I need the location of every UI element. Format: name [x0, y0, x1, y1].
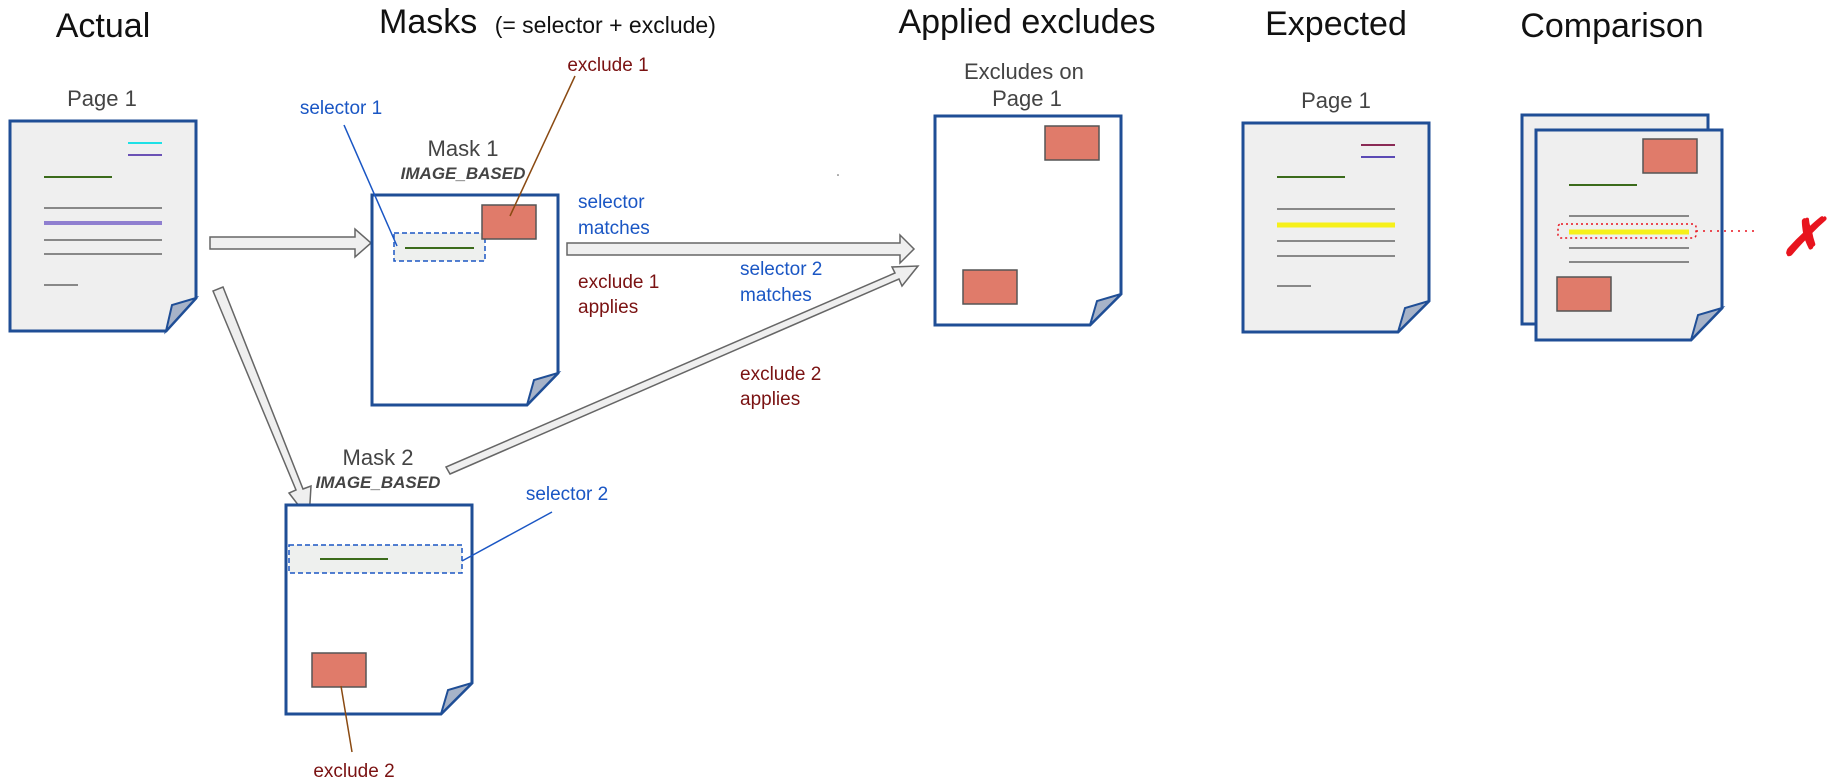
actual-page: Page 1	[8, 86, 200, 335]
applied-label: Excludes on Page 1	[964, 59, 1090, 111]
page-fold-icon	[440, 682, 473, 715]
actual-page-label: Page 1	[67, 86, 137, 111]
applied-label-line2: Page 1	[992, 86, 1062, 111]
header-masks-sub: (= selector + exclude)	[495, 12, 716, 38]
mask2-selector-label: selector 2	[526, 484, 608, 505]
mask1-exclude-region	[481, 204, 537, 240]
mask2-title: Mask 2	[343, 445, 414, 470]
comparison-pages	[1520, 113, 1756, 342]
expected-page: Page 1	[1241, 88, 1431, 334]
mask2-exclude-region	[311, 652, 367, 688]
arrow-label-selector1-line2: matches	[578, 218, 650, 239]
mask1-title: Mask 1	[428, 136, 499, 161]
page-fold-icon	[164, 296, 200, 335]
page-fold-icon	[1089, 293, 1122, 326]
arrow-label-exclude1-line1: exclude 1	[578, 272, 659, 293]
arrow-label-exclude1: exclude 1 applies	[578, 272, 665, 318]
applied-excludes-page: Excludes on Page 1	[933, 59, 1123, 327]
arrow-mask2-to-applied	[444, 265, 920, 475]
comparison-exclude-2	[1556, 276, 1612, 312]
arrow-label-selector2: selector 2 matches	[740, 259, 828, 306]
arrow-label-selector1: selector matches	[578, 192, 650, 239]
expected-page-label: Page 1	[1301, 88, 1371, 113]
page-fold-icon	[526, 370, 562, 406]
mask1-type: IMAGE_BASED	[401, 164, 526, 183]
page-sheet	[8, 119, 198, 333]
page-fold-icon	[1397, 300, 1430, 333]
comparison-exclude-1	[1642, 138, 1698, 174]
arrow-actual-to-mask1	[209, 227, 373, 259]
mask1: Mask 1 IMAGE_BASED selector 1 exclude 1	[300, 55, 649, 407]
arrow-label-selector1-line1: selector	[578, 192, 645, 213]
applied-exclude-2	[962, 269, 1018, 305]
arrow-label-exclude1-line2: applies	[578, 297, 638, 318]
header-expected: Expected	[1265, 5, 1407, 43]
mask2-type: IMAGE_BASED	[316, 473, 441, 492]
header-masks-main: Masks	[379, 3, 477, 41]
applied-label-line1: Excludes on	[964, 59, 1084, 84]
mask1-selector-label: selector 1	[300, 98, 382, 119]
arrow-label-exclude2: exclude 2 applies	[740, 364, 827, 410]
arrow-label-exclude2-line1: exclude 2	[740, 364, 821, 385]
mask2-exclude-label: exclude 2	[313, 761, 394, 780]
arrow-actual-to-mask2	[212, 286, 312, 522]
arrow-label-exclude2-line2: applies	[740, 389, 800, 410]
arrow-mask1-to-applied	[566, 233, 916, 265]
cross-mark-icon: ✗	[1780, 209, 1827, 267]
arrow-label-selector2-line1: selector 2	[740, 259, 822, 280]
header-masks: Masks (= selector + exclude)	[379, 3, 716, 41]
applied-exclude-1	[1044, 125, 1100, 161]
header-comparison: Comparison	[1520, 7, 1703, 45]
mask1-exclude-label: exclude 1	[567, 55, 648, 76]
arrow-label-selector2-line2: matches	[740, 285, 812, 306]
mask2: Mask 2 IMAGE_BASED selector 2 exclude 2	[284, 445, 608, 780]
header-actual: Actual	[56, 7, 151, 45]
header-applied-excludes: Applied excludes	[898, 3, 1155, 41]
page-fold-icon	[1690, 305, 1726, 341]
